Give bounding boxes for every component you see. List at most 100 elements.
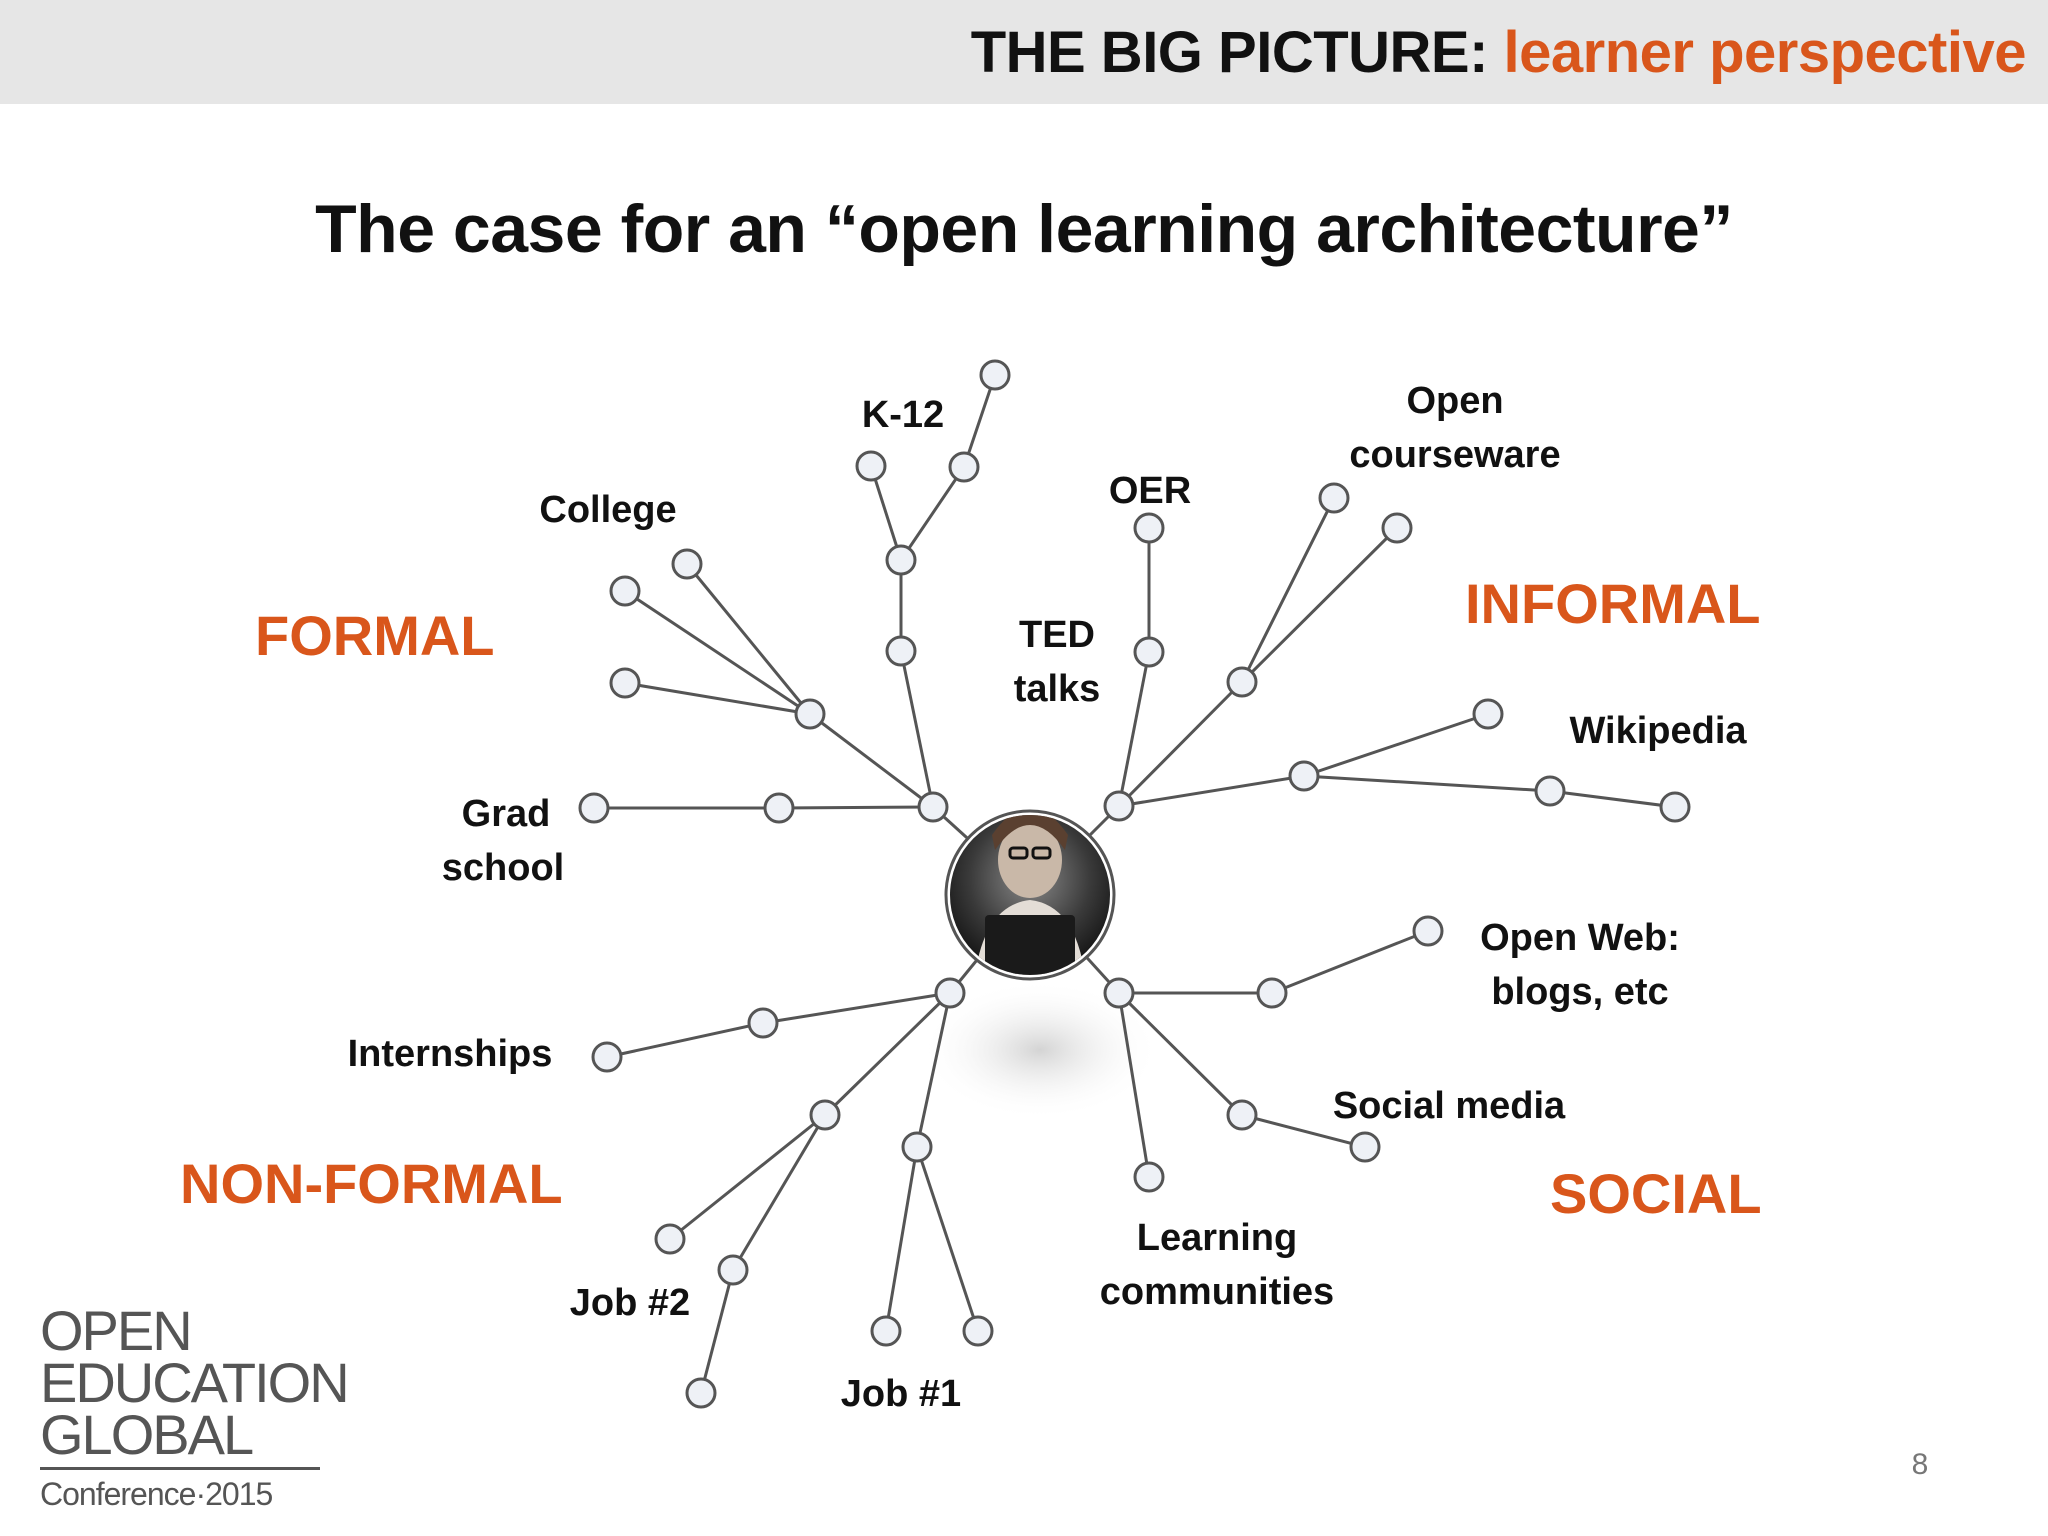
network-node — [917, 791, 949, 823]
header-band — [0, 0, 2048, 104]
edge-n21-n22 — [1549, 789, 1676, 809]
label-grad-school-line2: school — [442, 847, 564, 889]
label-open-web-line2: blogs, etc — [1491, 971, 1668, 1013]
network-node — [855, 450, 887, 482]
edge-n33-n38 — [1117, 992, 1151, 1178]
label-internships: Internships — [348, 1033, 553, 1075]
network-node — [901, 1131, 933, 1163]
network-node — [685, 1377, 717, 1409]
network-node — [747, 1007, 779, 1039]
label-social-media: Social media — [1333, 1085, 1566, 1127]
header-title-main: THE BIG PICTURE: — [970, 20, 1504, 85]
network-node — [591, 1041, 623, 1073]
label-learning-communities-line2: communities — [1100, 1271, 1334, 1313]
edge-n9-n10 — [962, 374, 997, 468]
network-node — [1349, 1131, 1381, 1163]
network-node — [1226, 1099, 1258, 1131]
edge-n2-n4 — [685, 563, 812, 715]
network-node — [763, 792, 795, 824]
label-open-courseware-line2: courseware — [1349, 434, 1560, 476]
edge-n7-n8 — [869, 465, 903, 561]
network-node — [578, 792, 610, 824]
network-node — [948, 451, 980, 483]
label-college: College — [539, 489, 676, 531]
logo-line2: EDUCATION — [40, 1351, 350, 1414]
network-node — [1472, 698, 1504, 730]
edge-n28-n29 — [699, 1269, 735, 1394]
network-node — [1412, 915, 1444, 947]
label-job1: Job #1 — [841, 1373, 961, 1415]
edge-n26-n28 — [731, 1114, 827, 1271]
label-k12: K-12 — [862, 394, 944, 436]
network-node — [794, 698, 826, 730]
network-node — [870, 1315, 902, 1347]
logo-line3: GLOBAL — [40, 1403, 254, 1466]
logo-rule — [40, 1467, 320, 1470]
network-node — [1133, 1161, 1165, 1193]
network-node — [934, 977, 966, 1009]
edge-n19-n20 — [1303, 712, 1489, 778]
conference-logo: OPEN EDUCATION GLOBAL Conference·2015 — [40, 1299, 350, 1515]
network-node — [717, 1254, 749, 1286]
label-open-courseware-line1: Open — [1406, 380, 1503, 422]
network-node — [1659, 791, 1691, 823]
nodes-group — [578, 359, 1691, 1409]
network-node — [1318, 482, 1350, 514]
edge-n16-n18 — [1240, 526, 1399, 684]
edge-n1-n11 — [778, 805, 934, 810]
edge-n36-n37 — [1241, 1113, 1366, 1149]
edge-n13-n19 — [1118, 774, 1305, 808]
network-node — [809, 1099, 841, 1131]
network-node — [609, 667, 641, 699]
network-node — [979, 359, 1011, 391]
label-wikipedia: Wikipedia — [1569, 710, 1747, 752]
network-node — [1133, 636, 1165, 668]
network-node — [1534, 775, 1566, 807]
page-number: 8 — [1911, 1448, 1929, 1481]
network-node — [962, 1315, 994, 1347]
edge-n23-n30 — [915, 992, 952, 1148]
edge-n7-n9 — [899, 466, 966, 561]
edge-n16-n17 — [1240, 497, 1336, 683]
learner-shadow — [920, 980, 1160, 1120]
edge-n13-n16 — [1117, 680, 1244, 808]
edge-n1-n2 — [809, 712, 934, 809]
network-node — [654, 1223, 686, 1255]
network-node — [885, 635, 917, 667]
network-node — [671, 548, 703, 580]
edge-n1-n6 — [899, 650, 935, 808]
category-formal: FORMAL — [255, 604, 495, 667]
edge-n2-n5 — [624, 681, 811, 716]
network-node — [1133, 512, 1165, 544]
label-ted-talks-line1: TED — [1019, 614, 1095, 656]
label-open-web-line1: Open Web: — [1480, 917, 1680, 959]
category-non-formal: NON-FORMAL — [180, 1152, 563, 1215]
label-ted-talks-line2: talks — [1014, 668, 1101, 710]
edge-n26-n27 — [669, 1113, 826, 1241]
slide-title: The case for an “open learning architect… — [315, 191, 1733, 267]
edge-n19-n21 — [1303, 774, 1551, 793]
network-node — [609, 575, 641, 607]
edge-n34-n35 — [1271, 929, 1429, 995]
network-node — [885, 544, 917, 576]
network-node — [1103, 790, 1135, 822]
learner-avatar — [944, 809, 1116, 981]
category-informal: INFORMAL — [1465, 572, 1761, 635]
edge-n33-n36 — [1117, 991, 1244, 1117]
label-grad-school-line1: Grad — [462, 793, 551, 835]
network-node — [1226, 666, 1258, 698]
label-oer: OER — [1109, 470, 1191, 512]
edge-n23-n26 — [823, 991, 952, 1117]
logo-line1: OPEN — [40, 1299, 193, 1362]
network-node — [1381, 512, 1413, 544]
label-job2: Job #2 — [570, 1282, 690, 1324]
network-node — [1103, 977, 1135, 1009]
edge-n24-n25 — [606, 1021, 764, 1059]
network-node — [1256, 977, 1288, 1009]
edge-n30-n32 — [915, 1146, 980, 1332]
header-title: THE BIG PICTURE: learner perspective — [970, 18, 2027, 88]
header-title-accent: learner perspective — [1503, 20, 2027, 85]
category-social: SOCIAL — [1550, 1162, 1762, 1225]
edge-n13-n14 — [1117, 651, 1151, 807]
